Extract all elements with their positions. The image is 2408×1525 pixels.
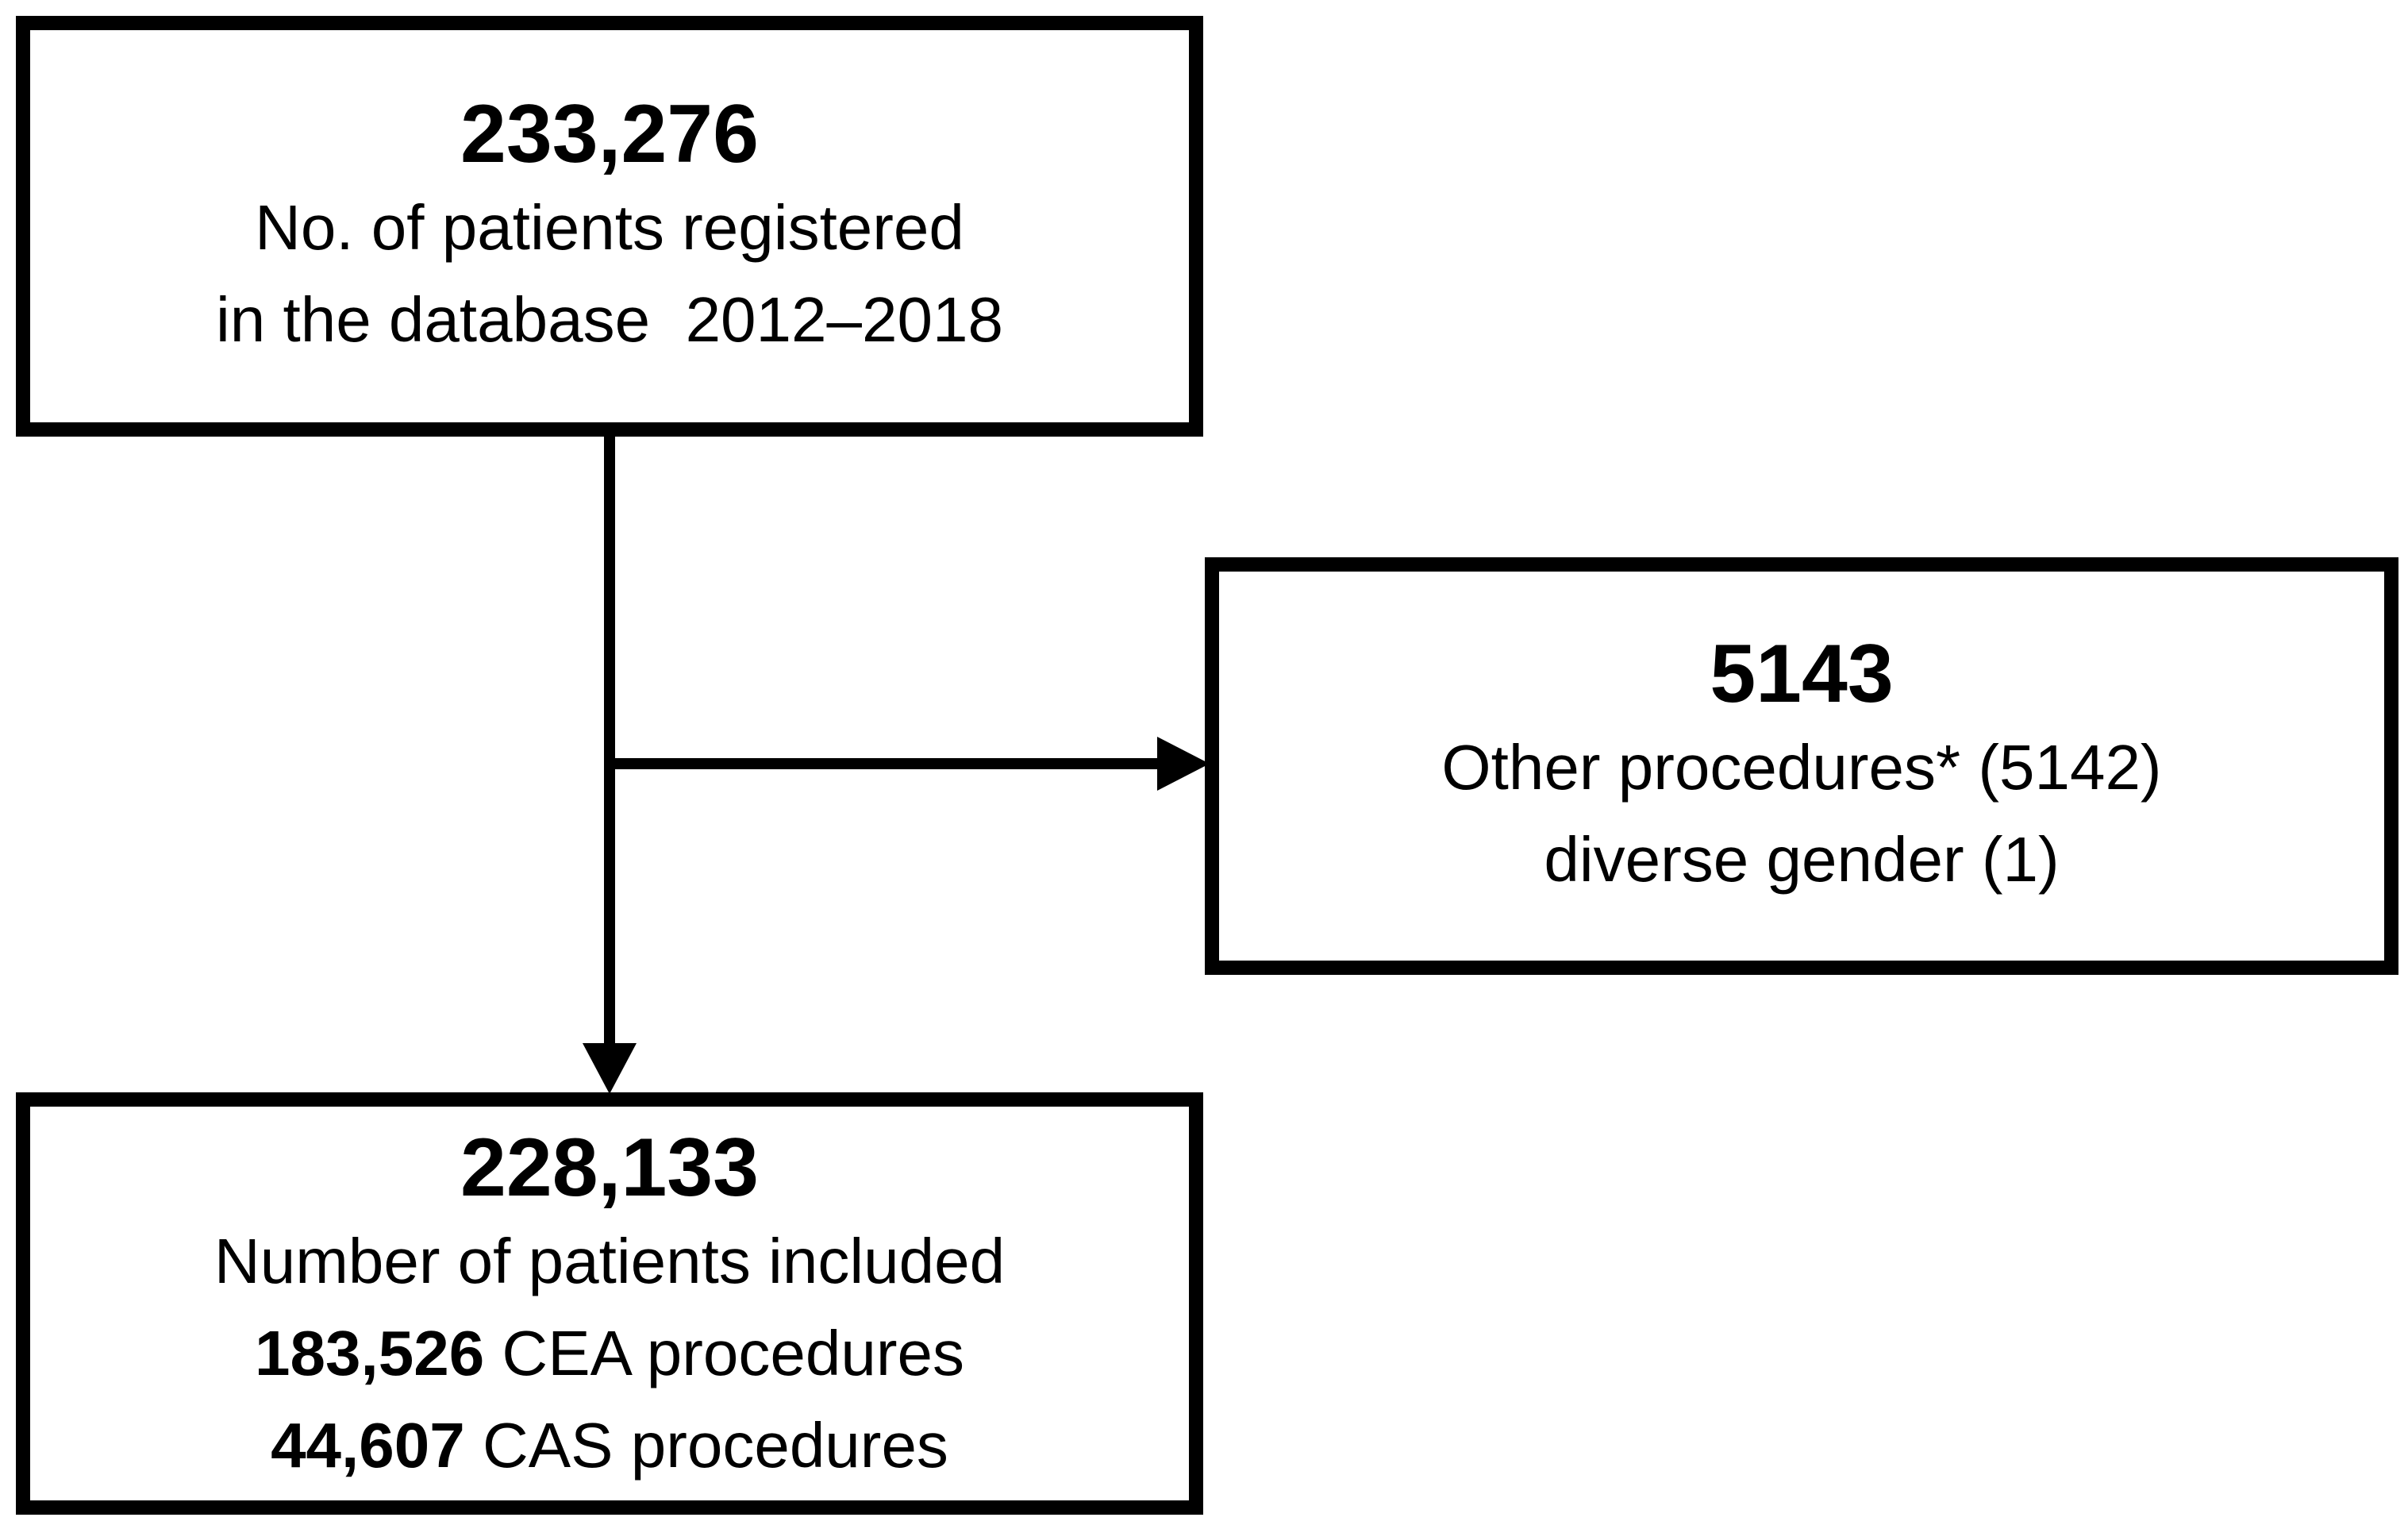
cas-label: CAS procedures [464,1410,948,1481]
node-registered-patients: 233,276 No. of patients registered in th… [16,16,1203,437]
cea-count: 183,526 [255,1318,485,1388]
node-included-patients: 228,133 Number of patients included 183,… [16,1092,1203,1515]
included-label-line1: Number of patients included [213,1226,1006,1296]
registered-label-line2: in the database 2012–2018 [216,284,1003,355]
registered-count: 233,276 [460,88,759,180]
node-excluded: 5143 Other procedures* (5142) diverse ge… [1205,557,2398,975]
arrowhead-down-icon [583,1043,637,1094]
registered-label-line1: No. of patients registered [255,192,964,263]
excluded-count: 5143 [1710,628,1894,720]
cas-count: 44,607 [271,1410,465,1481]
excluded-label-line1: Other procedures* (5142) [1441,732,2162,803]
arrowhead-right-icon [1157,737,1210,791]
cea-label: CEA procedures [484,1318,964,1388]
included-count: 228,133 [460,1122,759,1214]
cea-line: 183,526 CEA procedures [255,1307,964,1400]
excluded-label-line2: diverse gender (1) [1544,824,2060,895]
cas-line: 44,607 CAS procedures [271,1400,948,1492]
